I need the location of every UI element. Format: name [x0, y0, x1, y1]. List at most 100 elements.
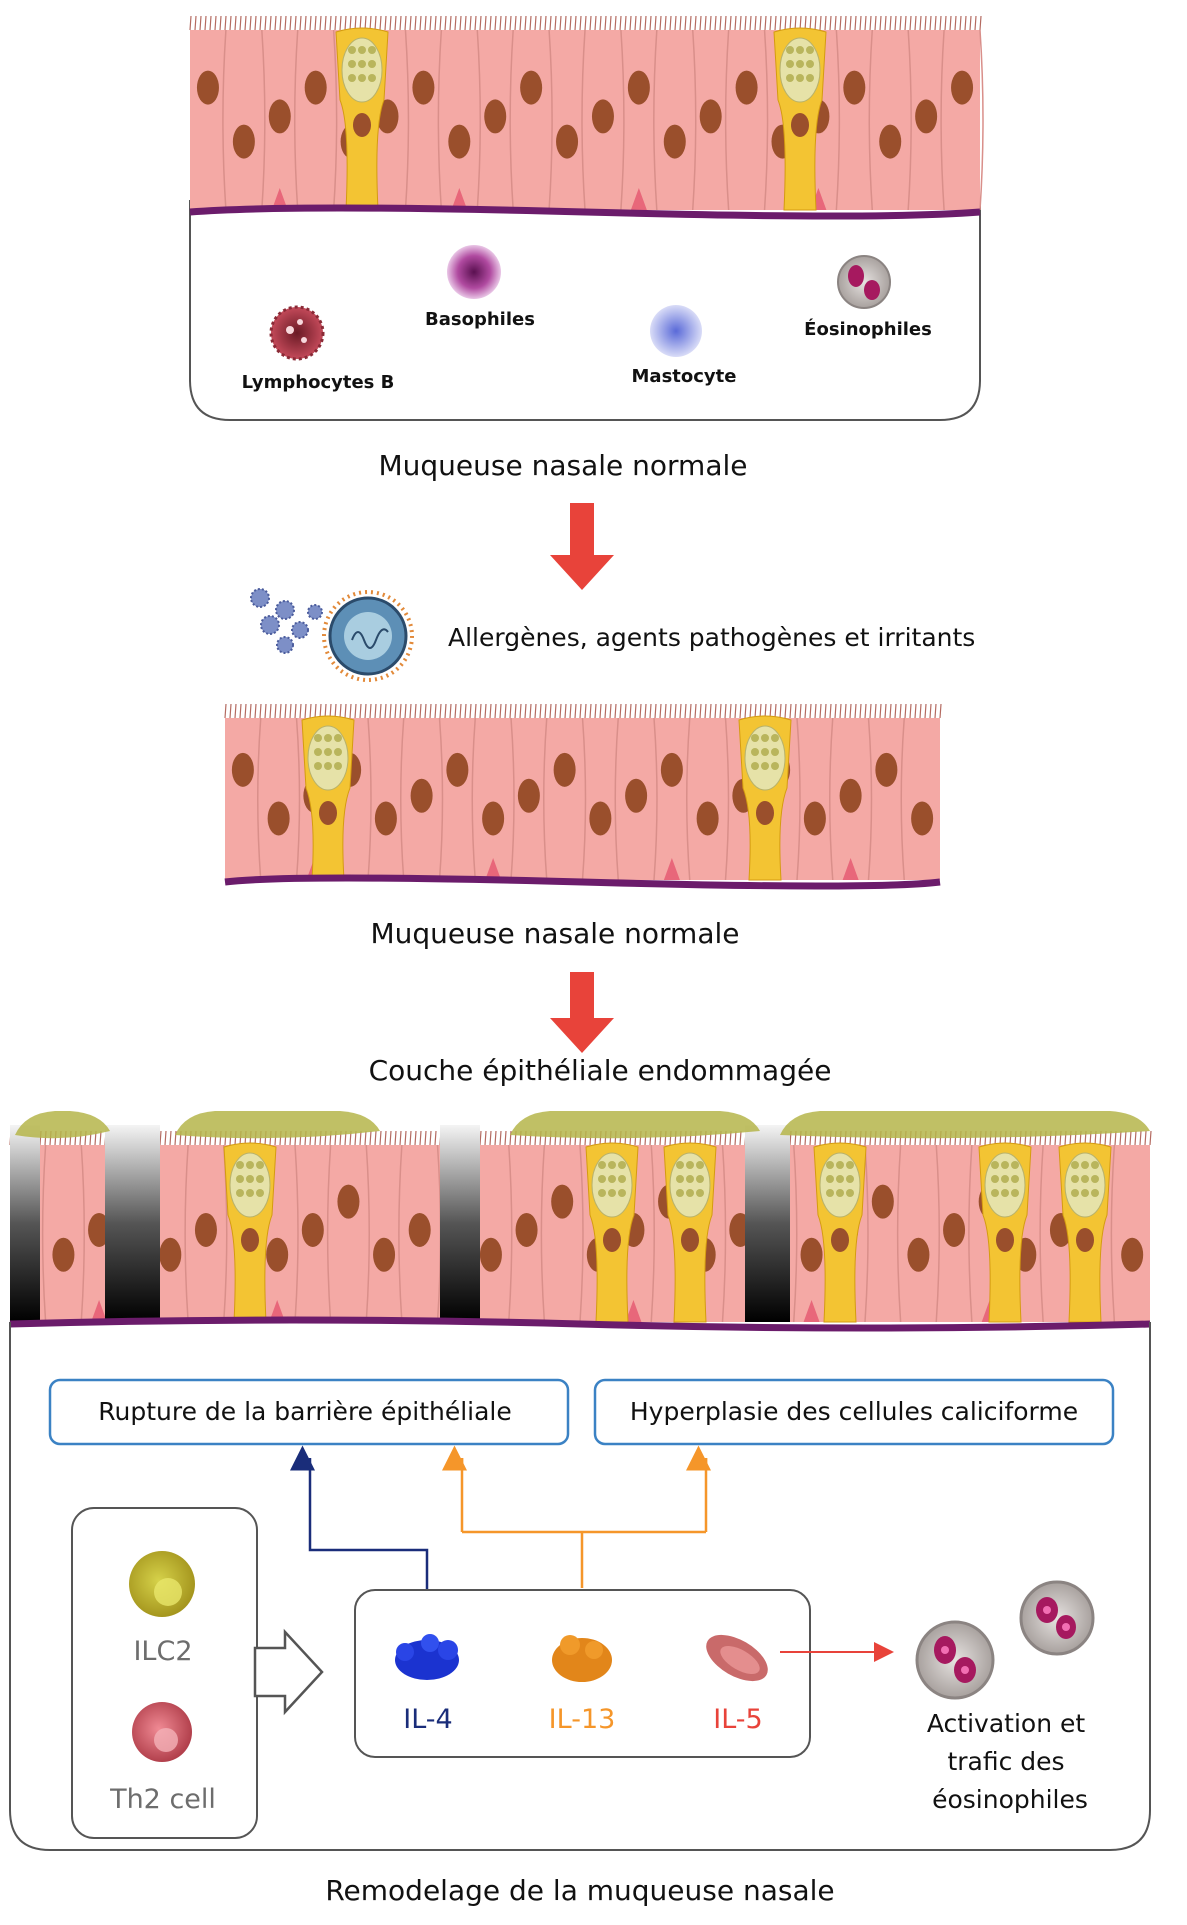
cell-nucleus: [194, 1212, 217, 1247]
panel-allergen-exposure: Allergènes, agents pathogènes et irritan…: [224, 588, 975, 950]
eosinophil-icon: [915, 1620, 995, 1700]
panel-damaged-epithelium: Couche épithéliale endommagée Rupture de…: [9, 1054, 1152, 1907]
cell-nucleus: [871, 1184, 894, 1219]
cilia: [189, 15, 982, 31]
cell-nucleus: [951, 70, 974, 105]
th2-cell-icon: [132, 1702, 192, 1762]
cell-nucleus: [843, 70, 866, 105]
cell-nucleus: [907, 1237, 930, 1272]
mucus-layer: [15, 1111, 110, 1139]
panel3-caption: Remodelage de la muqueuse nasale: [325, 1874, 834, 1907]
basophil-cell: Basophiles: [425, 245, 535, 330]
cell-nucleus: [556, 124, 579, 159]
activated-eosinophils: [915, 1580, 1095, 1700]
cell-nucleus: [911, 801, 934, 836]
damaged-epithelium-layer: [9, 1111, 1152, 1332]
cell-nucleus: [301, 1212, 324, 1247]
cell-nucleus: [304, 70, 327, 105]
eosinophil-icon: [837, 255, 891, 309]
mucus-layer: [175, 1111, 380, 1139]
epithelial-gap: [105, 1125, 160, 1322]
hollow-arrow-icon: [253, 1628, 324, 1716]
il4-label: IL-4: [403, 1704, 452, 1735]
ilc2-label: ILC2: [133, 1636, 192, 1667]
epithelium-layer: [189, 15, 984, 220]
cell-nucleus: [482, 801, 505, 836]
cell-nucleus: [660, 752, 683, 787]
il13-molecule-icon: [552, 1635, 612, 1682]
il5-molecule-icon: [706, 1634, 768, 1682]
panel-normal-mucosa: Lymphocytes B Basophiles Mastocyte Éosin…: [189, 15, 984, 482]
basement-membrane: [9, 1316, 1151, 1332]
trigger-label: Allergènes, agents pathogènes et irritan…: [448, 623, 975, 652]
basement-membrane: [224, 874, 941, 890]
outcome-line-2: trafic des: [947, 1747, 1064, 1776]
flow-arrow-2: [550, 972, 614, 1053]
source-cells-box: ILC2 Th2 cell: [71, 1507, 258, 1839]
cell-nucleus: [625, 778, 648, 813]
cell-nucleus: [800, 1237, 823, 1272]
cell-nucleus: [408, 1212, 431, 1247]
cell-nucleus: [266, 1237, 289, 1272]
cell-nucleus: [551, 1184, 574, 1219]
cell-nucleus: [374, 801, 397, 836]
lymphocyte-b-cell: Lymphocytes B: [242, 305, 395, 393]
eosinophiles-label: Éosinophiles: [804, 318, 932, 340]
epithelial-gap: [440, 1125, 480, 1322]
cell-nucleus: [839, 778, 862, 813]
cell-nucleus: [337, 1184, 360, 1219]
cytokine-box: IL-4 IL-13 IL-5: [354, 1589, 811, 1758]
epithelial-gap: [10, 1125, 40, 1322]
outcome-line-1: Activation et: [927, 1709, 1085, 1738]
lymphocytes-b-label: Lymphocytes B: [242, 372, 395, 393]
cell-nucleus: [699, 99, 722, 134]
cell-nucleus: [267, 801, 290, 836]
cell-nucleus: [663, 124, 686, 159]
il4-molecule-icon: [395, 1634, 459, 1680]
mucus-layer: [510, 1111, 760, 1139]
outcome-line-3: éosinophiles: [932, 1785, 1088, 1814]
cell-nucleus: [268, 99, 291, 134]
basement-membrane: [189, 204, 981, 220]
epithelial-gap: [745, 1125, 790, 1322]
cell-nucleus: [943, 1212, 966, 1247]
cell-nucleus: [879, 124, 902, 159]
eosinophil-activation-label: Activation et trafic des éosinophiles: [927, 1709, 1093, 1814]
cell-nucleus: [373, 1237, 396, 1272]
cell-nucleus: [448, 124, 471, 159]
cell-nucleus: [520, 70, 543, 105]
cell-nucleus: [446, 752, 469, 787]
mastocyte-cell: Mastocyte: [632, 305, 736, 387]
cell-nucleus: [915, 99, 938, 134]
cell-nucleus: [88, 1212, 111, 1247]
cell-nucleus: [412, 70, 435, 105]
cell-nucleus: [589, 801, 612, 836]
cell-nucleus: [591, 99, 614, 134]
panel2-caption: Muqueuse nasale normale: [370, 917, 739, 950]
epithelial-tissue: [10, 1145, 1150, 1322]
cell-nucleus: [479, 1237, 502, 1272]
cell-nucleus: [196, 70, 219, 105]
il13-label: IL-13: [549, 1704, 616, 1735]
eosinophil-icon: [1019, 1580, 1095, 1656]
cell-nucleus: [517, 778, 540, 813]
panel1-caption: Muqueuse nasale normale: [378, 449, 747, 482]
cell-nucleus: [1121, 1237, 1144, 1272]
cell-nucleus: [159, 1237, 182, 1272]
virus-particle-icon: [250, 588, 323, 654]
cell-nucleus: [232, 124, 255, 159]
panel3-title: Couche épithéliale endommagée: [369, 1054, 832, 1087]
il4-effect-arrow: [290, 1445, 429, 1603]
lamina-propria-box: [189, 200, 981, 421]
cilia: [224, 703, 942, 719]
goblet-hyperplasia-box: Hyperplasie des cellules caliciforme: [593, 1378, 1115, 1446]
basophiles-label: Basophiles: [425, 309, 535, 330]
il5-label: IL-5: [713, 1704, 762, 1735]
cell-nucleus: [231, 752, 254, 787]
cell-nucleus: [803, 801, 826, 836]
lymphocyte-b-icon: [269, 305, 325, 361]
basophil-icon: [447, 245, 501, 299]
cell-nucleus: [515, 1212, 538, 1247]
mucus-layer: [780, 1111, 1150, 1139]
